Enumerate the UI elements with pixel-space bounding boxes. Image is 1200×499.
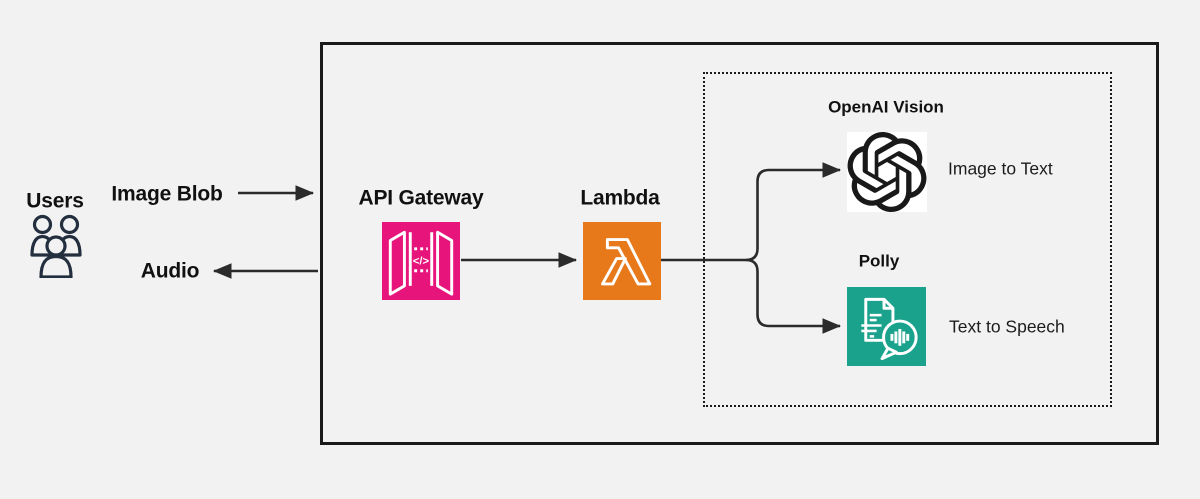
speech-bubble-tail (880, 346, 898, 361)
image-blob-label: Image Blob (111, 182, 223, 206)
users-label: Users (26, 189, 84, 213)
audio-label: Audio (140, 259, 200, 283)
document-fold (882, 299, 893, 310)
lambda-label: Lambda (580, 186, 660, 210)
ai-services-dotted-box (703, 72, 1112, 407)
openai-knot (847, 132, 927, 212)
front-body (39, 254, 73, 278)
polly-label: Polly (858, 251, 900, 271)
api-gateway-icon: </> (382, 222, 460, 300)
api-gateway-icon-bg (382, 222, 460, 300)
openai-logo-icon (847, 132, 927, 212)
front-head (45, 235, 67, 257)
lambda-glyph-leg (601, 257, 627, 286)
back-left-head (32, 214, 53, 235)
back-right-head (59, 214, 80, 235)
text-to-speech-caption: Text to Speech (949, 316, 1065, 337)
lambda-icon (583, 222, 661, 300)
lambda-icon-bg (583, 222, 661, 300)
api-gateway-label: API Gateway (358, 186, 484, 210)
polly-icon (847, 287, 926, 366)
image-to-text-caption: Image to Text (948, 158, 1053, 179)
gate-right-panel (436, 230, 454, 296)
users-icon (30, 214, 82, 278)
openai-vision-label: OpenAI Vision (828, 97, 944, 117)
lambda-glyph-main (605, 238, 652, 286)
gate-left-panel (388, 230, 406, 296)
system-boundary-box (320, 42, 1159, 445)
code-glyph: </> (413, 255, 430, 267)
